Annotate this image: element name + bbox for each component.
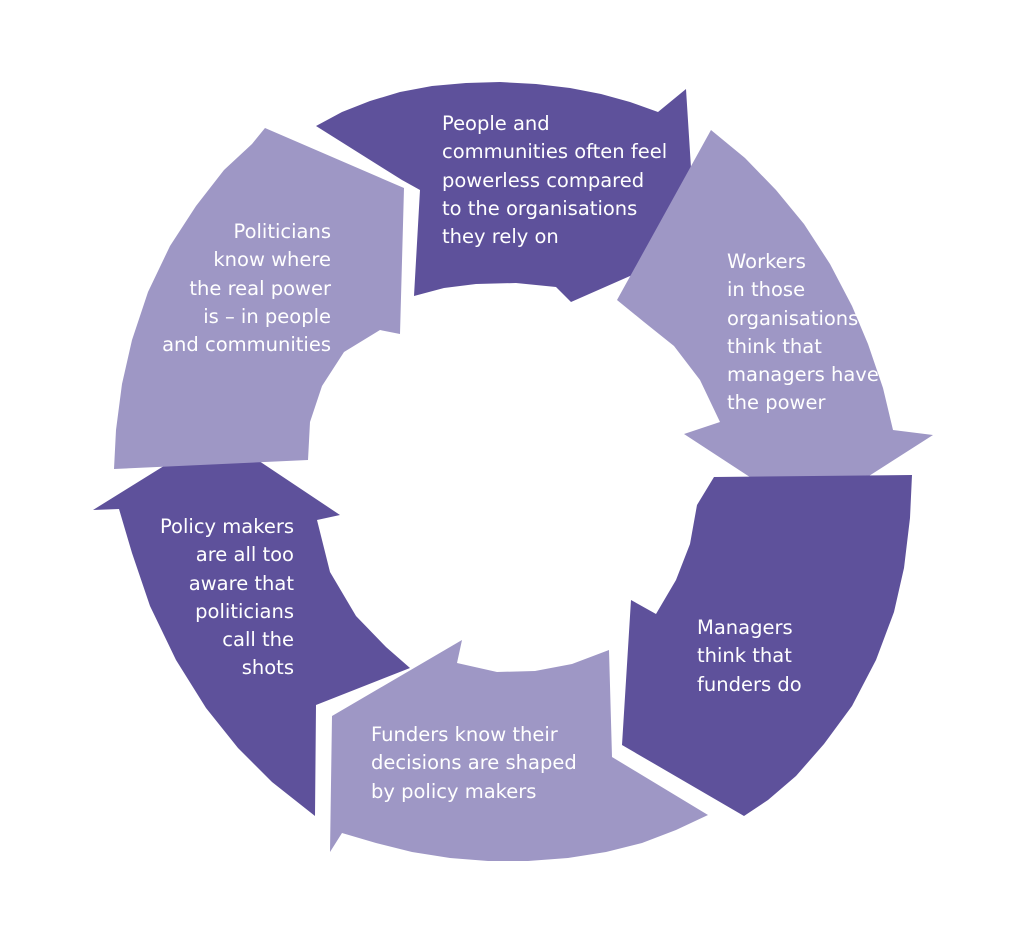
segment-label-policy-makers: Policy makers are all too aware that pol…: [159, 515, 294, 680]
segment-label-politicians: Politicians know where the real power is…: [162, 220, 331, 357]
arrow-funders: [330, 640, 708, 861]
arrow-politicians: [114, 128, 404, 469]
arrow-workers: [617, 130, 933, 515]
arrow-managers: [622, 475, 912, 816]
arrow-people-communities: [316, 82, 696, 302]
segment-label-managers: Managers think that funders do: [697, 616, 802, 696]
segment-label-workers: Workers in those organisations think tha…: [727, 250, 879, 415]
segment-label-funders: Funders know their decisions are shaped …: [371, 723, 577, 803]
arrow-policy-makers: [93, 433, 410, 816]
segment-label-people-communities: People and communities often feel powerl…: [442, 112, 668, 249]
